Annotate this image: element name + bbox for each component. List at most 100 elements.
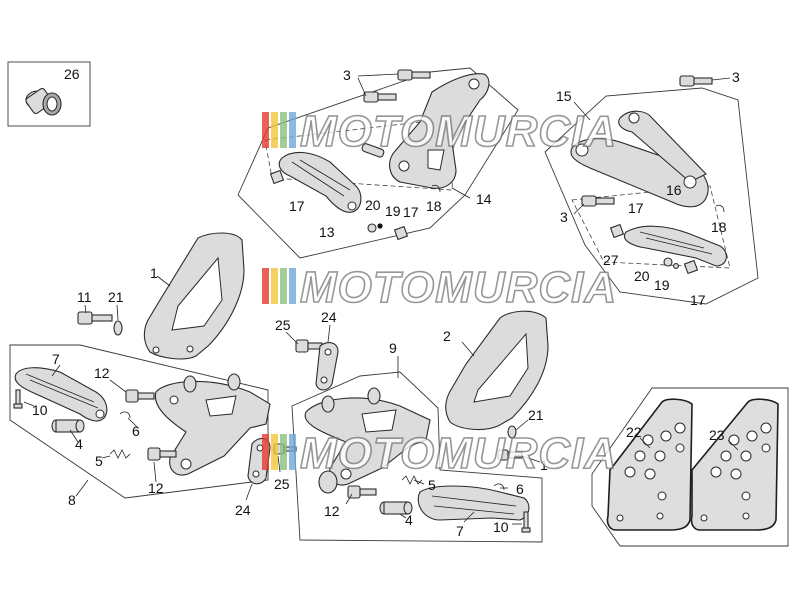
bolt-right-1 <box>679 75 713 87</box>
passenger-footpeg <box>624 225 727 267</box>
callout-25-lower: 25 <box>274 476 290 492</box>
watermark-text-top: MOTOMURCIA <box>300 107 617 156</box>
washer-21-right <box>507 425 517 439</box>
callout-7-centre: 7 <box>456 523 464 539</box>
circlip-6-centre <box>493 483 505 491</box>
callout-17-top-right: 17 <box>403 204 419 220</box>
callout-21-left: 21 <box>108 289 124 305</box>
ball-19-right <box>673 263 679 269</box>
rubber-pad-17-left <box>269 169 285 185</box>
callout-10-left: 10 <box>32 402 48 418</box>
watermark-bottom: MOTOMURCIA <box>262 428 617 479</box>
callout-1-right: 1 <box>540 457 548 473</box>
callout-24-lower: 24 <box>235 502 251 518</box>
callout-5-left: 5 <box>95 453 103 469</box>
callout-3-top: 3 <box>343 67 351 83</box>
callout-8: 8 <box>68 492 76 508</box>
callout-19-right: 19 <box>654 277 670 293</box>
spring-20-right <box>663 257 673 267</box>
callout-21-right: 21 <box>528 407 544 423</box>
callout-18-right: 18 <box>711 219 727 235</box>
bolt-top-2 <box>363 91 397 103</box>
callout-16: 16 <box>666 182 682 198</box>
pin-4-left <box>51 419 85 433</box>
callout-17-top-left: 17 <box>289 198 305 214</box>
spring-20 <box>367 223 377 233</box>
callout-15: 15 <box>556 88 572 104</box>
assembly-9-group <box>291 356 543 543</box>
part-26-grommet <box>25 87 62 116</box>
right-footpeg <box>417 485 530 521</box>
assembly-14-group <box>237 67 519 259</box>
callout-19-top: 19 <box>385 203 401 219</box>
callout-12-left-bottom: 12 <box>148 480 164 496</box>
spring-5-centre <box>401 475 423 485</box>
callout-17-right-lower: 17 <box>690 292 706 308</box>
circlip-18-right <box>715 204 725 213</box>
callout-22: 22 <box>626 424 642 440</box>
spacer-12-centre <box>318 470 338 494</box>
callout-25-upper: 25 <box>275 317 291 333</box>
callout-27: 27 <box>603 252 619 268</box>
callout-23: 23 <box>709 427 725 443</box>
callout-17-right-upper: 17 <box>628 200 644 216</box>
ball-19 <box>377 223 383 229</box>
plate-22 <box>606 398 693 531</box>
callout-13: 13 <box>319 224 335 240</box>
callout-6-centre: 6 <box>516 481 524 497</box>
heel-guard-left <box>143 232 245 360</box>
bolt-10-left <box>13 389 23 409</box>
callout-26: 26 <box>64 66 80 82</box>
callout-6-left: 6 <box>132 423 140 439</box>
callout-1-left: 1 <box>150 265 158 281</box>
plate-23 <box>690 398 779 531</box>
plates-group <box>591 387 789 547</box>
bolt-12-lower-left <box>147 447 177 461</box>
bolt-10-centre <box>521 511 531 533</box>
right-bracket <box>304 387 431 486</box>
bolt-1-right <box>497 449 523 461</box>
callout-4-centre: 4 <box>405 512 413 528</box>
pin-4-centre <box>379 501 413 515</box>
rubber-pad-17-right <box>393 225 409 241</box>
bolt-top-1 <box>397 69 431 81</box>
circlip-18 <box>431 184 441 193</box>
bolt-12-centre <box>347 485 377 499</box>
bolt-right-2 <box>581 195 615 207</box>
watermark-top: MOTOMURCIA <box>262 106 617 157</box>
rubber-pad-17-lower <box>683 259 699 275</box>
callout-14: 14 <box>476 191 492 207</box>
callout-10-centre: 10 <box>493 519 509 535</box>
passenger-footpeg-bracket <box>570 110 709 208</box>
assembly-8-group <box>9 344 271 499</box>
left-bracket <box>154 373 271 476</box>
callout-11: 11 <box>77 289 92 305</box>
circlip-6-left <box>119 411 131 419</box>
part-26-inset: 26 <box>7 61 91 127</box>
watermark-text-bottom: MOTOMURCIA <box>300 429 617 478</box>
rubber-pad-17-upper <box>609 223 625 239</box>
bolt-12-upper-left <box>125 389 155 403</box>
spacer-plate-24-upper <box>315 342 339 391</box>
watermark-middle: MOTOMURCIA <box>262 262 617 313</box>
callout-12-left-top: 12 <box>94 365 110 381</box>
callout-20-right: 20 <box>634 268 650 284</box>
callout-7-left: 7 <box>52 351 60 367</box>
callout-5-centre: 5 <box>428 477 436 493</box>
callout-3-right-bottom: 3 <box>560 209 568 225</box>
spring-5-left <box>109 449 131 459</box>
callout-24-upper: 24 <box>321 309 337 325</box>
callout-4-left: 4 <box>75 436 83 452</box>
assembly-15-group <box>544 75 759 305</box>
pivot-pin <box>361 143 385 158</box>
washer-21 <box>113 320 123 336</box>
callout-2: 2 <box>443 328 451 344</box>
bolt-25-upper <box>295 339 323 353</box>
watermark-text-middle: MOTOMURCIA <box>300 263 617 312</box>
callout-18-top: 18 <box>426 198 442 214</box>
callout-20-top: 20 <box>365 197 381 213</box>
callout-9: 9 <box>389 340 397 356</box>
heel-guard-right <box>445 310 549 431</box>
left-footpeg <box>14 367 108 422</box>
